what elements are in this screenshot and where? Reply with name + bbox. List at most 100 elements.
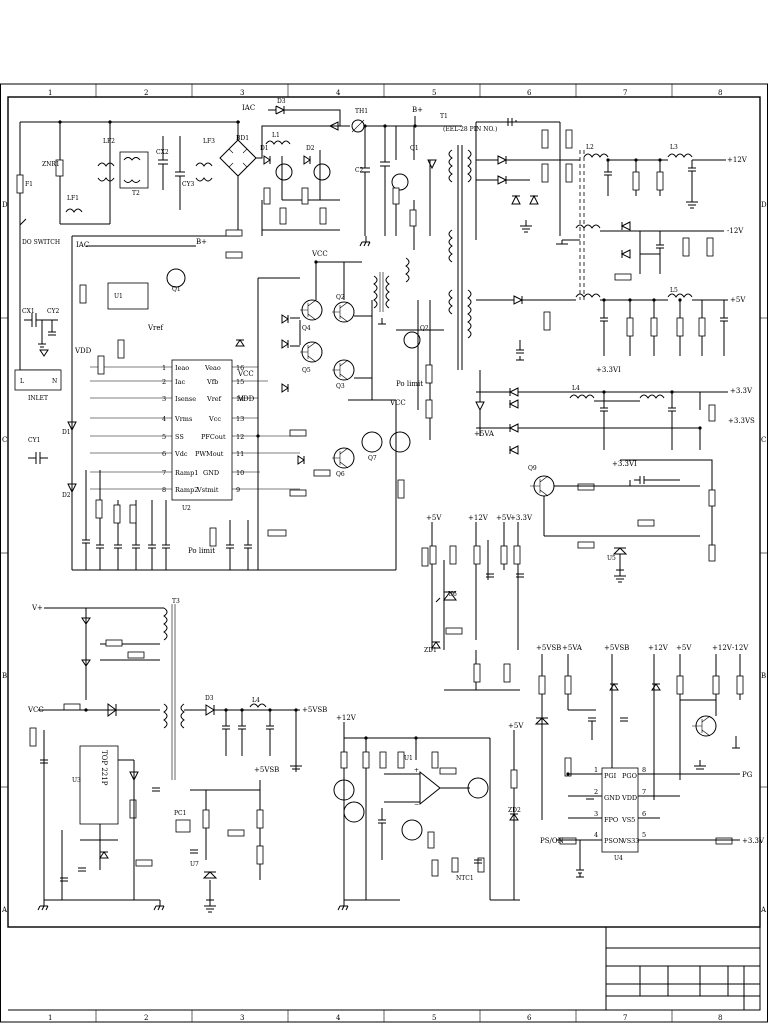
fuse-label: F1 [25, 181, 33, 188]
cy3-label: CY3 [182, 181, 195, 188]
col-label: 1 [48, 1014, 52, 1022]
svg-text:1: 1 [162, 364, 166, 372]
svg-text:4: 4 [594, 831, 598, 839]
thermistor-label: TH1 [355, 108, 368, 115]
ground-symbols [37, 196, 706, 913]
sup-p12v-label: +12V [648, 644, 669, 652]
l5-label: L5 [670, 287, 678, 294]
sb-feedback-label: +5VSB [254, 766, 279, 774]
p3v3-in-label-2: +3.3VI [612, 460, 637, 468]
choke-label: T2 [132, 190, 140, 197]
row-label: B [761, 672, 766, 680]
sup-p5v-label: +5V [676, 644, 692, 652]
bulk-cap-label: C2 [355, 167, 364, 174]
resistor-row [79, 284, 287, 547]
l2-label: L2 [586, 144, 594, 151]
pwm-q1-label: Q1 [410, 145, 419, 152]
p5v-label: +5V [730, 296, 746, 304]
svg-text:FPO: FPO [604, 816, 618, 824]
d1-label: D1 [62, 429, 71, 436]
diode-label: D3 [277, 98, 286, 105]
vplus-label: V+ [31, 604, 43, 612]
ic-u4-pins: PGI 1 GND 2 FPO 3 PSON 4 PGO 8 VDD 7 VS5… [594, 766, 646, 845]
ic-u4-label: U4 [614, 855, 623, 862]
col-label: 6 [527, 89, 532, 97]
svg-text:GND: GND [604, 794, 620, 802]
p5va-label-mid: +5VA [474, 430, 495, 438]
p5vsb-label: +5VSB [302, 706, 327, 714]
fan-q12 [467, 777, 489, 799]
col-label: 7 [623, 89, 627, 97]
svg-text:13: 13 [236, 415, 244, 423]
q6-label: Q6 [336, 471, 345, 478]
pc1-label: PC1 [174, 810, 186, 817]
sup-p12v-label-2: +12V [712, 644, 733, 652]
row-label: B [2, 672, 7, 680]
col-label: 8 [718, 1014, 722, 1022]
svg-text:14: 14 [236, 395, 244, 403]
sup-n12v-label: -12V [732, 644, 749, 652]
fb-p12v-label: +12V [468, 514, 489, 522]
ic-u2-left-pins: 1 Ieao 2 Iac 3 Isense 4 Vrms 5 SS 6 Vdc … [162, 364, 198, 494]
svg-text:5: 5 [642, 831, 646, 839]
drawing-frame [0, 83, 768, 1023]
sb-diode-label: D3 [205, 695, 214, 702]
fuse [16, 174, 24, 194]
comparator-plus: + [414, 767, 419, 774]
u6-label: U6 [448, 591, 457, 598]
pson-label: PS/ON [540, 837, 564, 845]
lf2-label: LF2 [103, 138, 115, 145]
transformer-note: (EEL-28 PIN NO.) [443, 126, 497, 133]
svg-text:SS: SS [175, 433, 184, 441]
ic-u2-label: U2 [182, 505, 191, 512]
optocoupler [175, 819, 191, 833]
common-mode-choke [119, 151, 149, 189]
small-diodes [235, 314, 305, 465]
col-label: 5 [432, 89, 436, 97]
row-label: A [760, 906, 767, 914]
pfc-mosfet-1 [275, 163, 293, 181]
vref-label: Vref [147, 324, 165, 332]
q4-label: Q4 [302, 325, 311, 332]
u5-label: U5 [607, 555, 616, 562]
iac-label: IAC [242, 104, 255, 112]
lf1-label: LF1 [67, 195, 79, 202]
bplus-net-label: B+ [196, 238, 207, 246]
col-label: 5 [432, 1014, 436, 1022]
fb-p5v-label-2: +5V [496, 514, 512, 522]
col-label: 4 [336, 89, 341, 97]
inlet-connector [14, 369, 62, 391]
fan-u1-label: U1 [404, 755, 413, 762]
col-label: 7 [623, 1014, 627, 1022]
cy1-label: CY1 [28, 437, 40, 444]
svg-text:VS33: VS33 [621, 837, 639, 845]
pg-label: PG [742, 771, 753, 779]
q2-label: Q2 [336, 294, 345, 301]
fb-p3v3-label: +3.3V [510, 514, 533, 522]
svg-text:PSON: PSON [604, 837, 624, 845]
svg-text:Ramp2: Ramp2 [175, 486, 198, 494]
standby-supply: V+ T3 VCC TOP 221P U3 D3 L4 [27, 598, 327, 901]
pwm-mosfet-q1 [391, 173, 409, 191]
vcc-label: VCC [237, 370, 254, 378]
q7-label: Q7 [368, 455, 377, 462]
ac-input-section: INLET L N F1 DO SWITCH ZNR1 LF1 CX1 CY2 … [14, 98, 497, 402]
row-label: D [761, 201, 767, 209]
row-label: D [2, 201, 8, 209]
pfc-control-section: IAC B+ VDD Vref U1 Q1 1 Ieao 2 Iac 3 Ise… [28, 126, 495, 571]
inlet-pin: N [52, 378, 57, 385]
fan-q10 [343, 801, 365, 823]
svg-text:2: 2 [594, 788, 598, 796]
standby-ic [79, 745, 119, 825]
svg-text:2: 2 [162, 378, 166, 386]
svg-text:Vstmit: Vstmit [196, 486, 219, 494]
fan-p12v-label: +12V [336, 714, 357, 722]
svg-text:8: 8 [642, 766, 646, 774]
fan-q11 [401, 819, 423, 841]
lf3-label: LF3 [203, 138, 215, 145]
inlet-label: INLET [28, 395, 48, 402]
q3-label: Q3 [336, 383, 345, 390]
p3v3-label: +3.3V [730, 387, 753, 395]
junction-dots [58, 120, 702, 776]
svg-text:6: 6 [162, 450, 166, 458]
